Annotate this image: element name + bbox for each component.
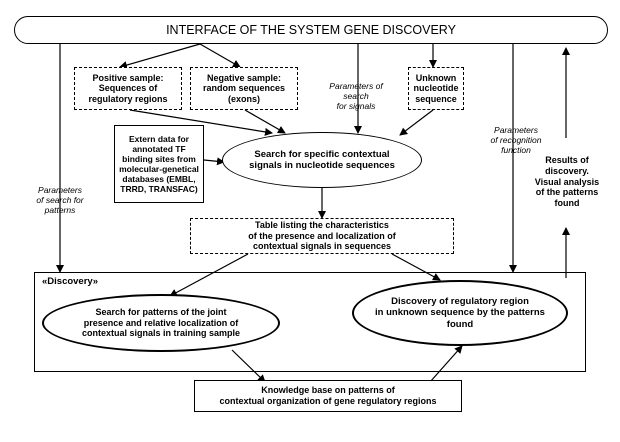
extern-data-box: Extern data for annotated TF binding sit…: [114, 125, 204, 203]
params-patterns-label: Parameters of search for patterns: [36, 185, 84, 215]
search-patterns-ellipse: Search for patterns of the joint presenc…: [42, 294, 280, 352]
negative-sample-box: Negative sample: random sequences (exons…: [190, 67, 298, 110]
params-signals-label: Parameters of search for signals: [329, 81, 383, 111]
discovery-region-ellipse: Discovery of regulatory region in unknow…: [352, 280, 568, 346]
discovery-label: «Discovery»: [42, 276, 98, 287]
arrow-table-to-region: [391, 253, 441, 281]
search-signals-ellipse: Search for specific contextual signals i…: [222, 132, 422, 188]
arrow-kb-to-region: [429, 345, 463, 383]
table-listing-box: Table listing the characteristics of the…: [190, 218, 454, 254]
arrow-header-to-positive: [119, 43, 201, 69]
arrow-extern-to-search: [203, 157, 225, 166]
params-recognition-label: Parameters of recognition function: [490, 125, 542, 155]
arrow-patterns-to-kb: [231, 349, 266, 383]
positive-sample-box: Positive sample: Sequences of regulatory…: [74, 67, 182, 110]
discovery-container: [34, 272, 586, 372]
arrow-negative-to-search: [244, 109, 286, 134]
knowledge-base-box: Knowledge base on patterns of contextual…: [194, 380, 462, 412]
arrow-unknown-to-search: [399, 109, 434, 136]
unknown-sequence-box: Unknown nucleotide sequence: [408, 67, 464, 110]
arrow-table-to-patterns: [169, 253, 249, 297]
arrow-positive-to-search: [129, 109, 273, 136]
interface-header: INTERFACE OF THE SYSTEM GENE DISCOVERY: [14, 16, 608, 44]
arrow-header-to-negative: [199, 43, 241, 68]
results-box: Results of discovery. Visual analysis of…: [534, 155, 600, 208]
